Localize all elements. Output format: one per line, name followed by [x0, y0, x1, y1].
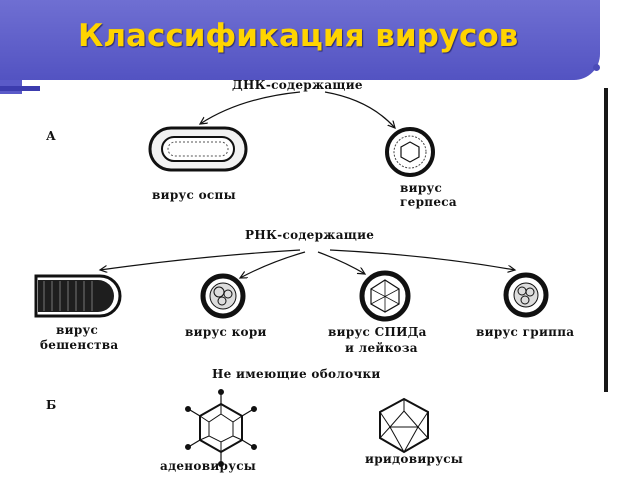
page-title: Классификация вирусов	[78, 18, 519, 54]
section-b-label: Б	[46, 398, 57, 412]
rabies-virus-diagram	[34, 274, 122, 318]
rna-group-heading: РНК-содержащие	[245, 228, 375, 242]
flu-virus-label: вирус гриппа	[476, 325, 575, 339]
aids-virus-label-line1: вирус СПИДа	[328, 325, 427, 339]
herpes-virus-label-line1: вирус	[400, 181, 443, 195]
rabies-virus-label-line1: вирус	[56, 323, 99, 337]
adenovirus-diagram	[185, 389, 257, 467]
arrow-rna-to-rabies	[100, 249, 301, 270]
aids-virus-label-line2: и лейкоза	[345, 341, 418, 355]
measles-virus-label: вирус кори	[185, 325, 267, 339]
herpes-virus-label-line2: герпеса	[400, 195, 457, 209]
naked-group-heading: Не имеющие оболочки	[212, 367, 381, 381]
dna-group-heading: ДНК-содержащие	[232, 78, 363, 92]
section-a-label: А	[46, 129, 56, 143]
adenovirus-label: аденовирусы	[160, 459, 257, 473]
iridovirus-diagram	[379, 397, 429, 454]
rabies-virus-label-line2: бешенства	[40, 338, 119, 352]
title-banner	[0, 0, 600, 80]
measles-virus-diagram	[200, 273, 246, 319]
pox-virus-label: вирус оспы	[152, 188, 236, 202]
arrow-rna-to-flu	[329, 249, 515, 270]
iridovirus-label: иридовирусы	[365, 452, 464, 466]
banner-stripe	[0, 86, 40, 91]
aids-virus-diagram	[359, 270, 411, 322]
arrow-rna-to-measles	[240, 251, 306, 278]
arrow-rna-to-aids	[317, 251, 365, 274]
arrow-dna-to-herpes	[324, 91, 395, 128]
arrow-dna-to-pox	[200, 91, 301, 124]
herpes-virus-diagram	[385, 127, 435, 177]
banner-dot	[593, 64, 600, 71]
flu-virus-diagram	[503, 272, 549, 318]
right-border-line	[604, 88, 608, 392]
pox-virus-diagram	[148, 126, 248, 172]
